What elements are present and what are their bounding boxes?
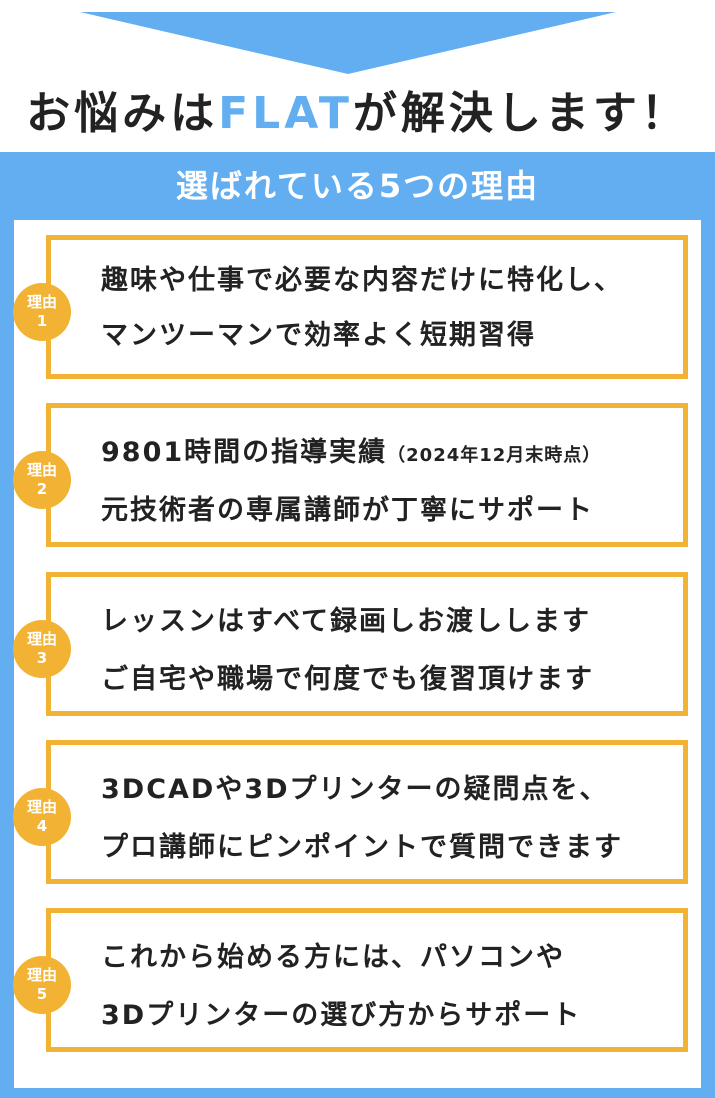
headline-text-after: が解決します！ — [352, 88, 689, 139]
reasons-list: 理由 1 趣味や仕事で必要な内容だけに特化し、 マンツーマンで効率よく短期習得 … — [13, 220, 701, 1088]
reason-line-1-main: 9801時間の指導実績 — [101, 437, 388, 468]
reason-line-2: ご自宅や職場で何度でも復習頂けます — [101, 664, 594, 695]
reason-card-2: 理由 2 9801時間の指導実績（2024年12月末時点） 元技術者の専属講師が… — [13, 403, 688, 547]
headline-text-before: お悩みは — [26, 88, 219, 139]
down-arrow-icon — [80, 12, 616, 74]
badge-number: 1 — [36, 312, 48, 330]
reason-line-1: 3DCADや3Dプリンターの疑問点を、 — [101, 774, 609, 805]
reason-badge-4: 理由 4 — [13, 788, 71, 846]
panel-title: 選ばれている5つの理由 — [175, 167, 540, 205]
headline: お悩みはFLATが解決します！ — [0, 84, 715, 144]
reason-badge-5: 理由 5 — [13, 956, 71, 1014]
badge-label: 理由 — [26, 630, 57, 648]
reason-line-1: レッスンはすべて録画しお渡しします — [101, 606, 592, 637]
badge-label: 理由 — [26, 966, 57, 984]
reason-line-1: これから始める方には、パソコンや — [101, 942, 565, 973]
reason-line-1: 9801時間の指導実績（2024年12月末時点） — [101, 430, 601, 469]
reason-card-5: 理由 5 これから始める方には、パソコンや 3Dプリンターの選び方からサポート — [13, 908, 688, 1052]
badge-label: 理由 — [26, 293, 57, 311]
reason-card-4: 理由 4 3DCADや3Dプリンターの疑問点を、 プロ講師にピンポイントで質問で… — [13, 740, 688, 884]
badge-label: 理由 — [26, 798, 57, 816]
reason-line-2: 3Dプリンターの選び方からサポート — [101, 1000, 582, 1031]
reasons-panel: 選ばれている5つの理由 理由 1 趣味や仕事で必要な内容だけに特化し、 マンツー… — [0, 152, 715, 1098]
reason-line-1: 趣味や仕事で必要な内容だけに特化し、 — [101, 265, 623, 296]
badge-number: 5 — [36, 985, 48, 1003]
reason-line-2: 元技術者の専属講師が丁寧にサポート — [101, 495, 594, 526]
reason-line-2: プロ講師にピンポイントで質問できます — [101, 832, 623, 863]
reason-card-3: 理由 3 レッスンはすべて録画しお渡しします ご自宅や職場で何度でも復習頂けます — [13, 572, 688, 716]
reason-badge-2: 理由 2 — [13, 451, 71, 509]
reason-line-1-note: （2024年12月末時点） — [387, 445, 602, 466]
reason-card-1: 理由 1 趣味や仕事で必要な内容だけに特化し、 マンツーマンで効率よく短期習得 — [13, 235, 688, 379]
reason-badge-1: 理由 1 — [13, 283, 71, 341]
reason-badge-3: 理由 3 — [13, 620, 71, 678]
badge-number: 2 — [36, 480, 48, 498]
badge-label: 理由 — [26, 461, 57, 479]
reason-line-2: マンツーマンで効率よく短期習得 — [101, 320, 536, 351]
badge-number: 4 — [36, 817, 48, 835]
badge-number: 3 — [36, 649, 48, 667]
headline-brand: FLAT — [218, 88, 353, 139]
